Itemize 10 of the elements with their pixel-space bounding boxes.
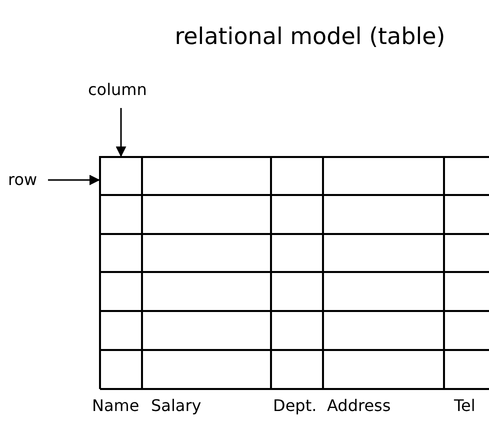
arrow [48, 174, 100, 186]
column-header: Tel [454, 396, 476, 416]
arrow [116, 108, 126, 157]
pointer-label: column [88, 80, 147, 100]
column-header: Salary [151, 396, 202, 416]
column-header: Address [327, 396, 391, 416]
diagram-title: relational model (table) [174, 24, 446, 50]
pointer-label: row [8, 170, 38, 190]
column-header: Dept. [273, 396, 317, 416]
column-header: Name [92, 396, 140, 416]
